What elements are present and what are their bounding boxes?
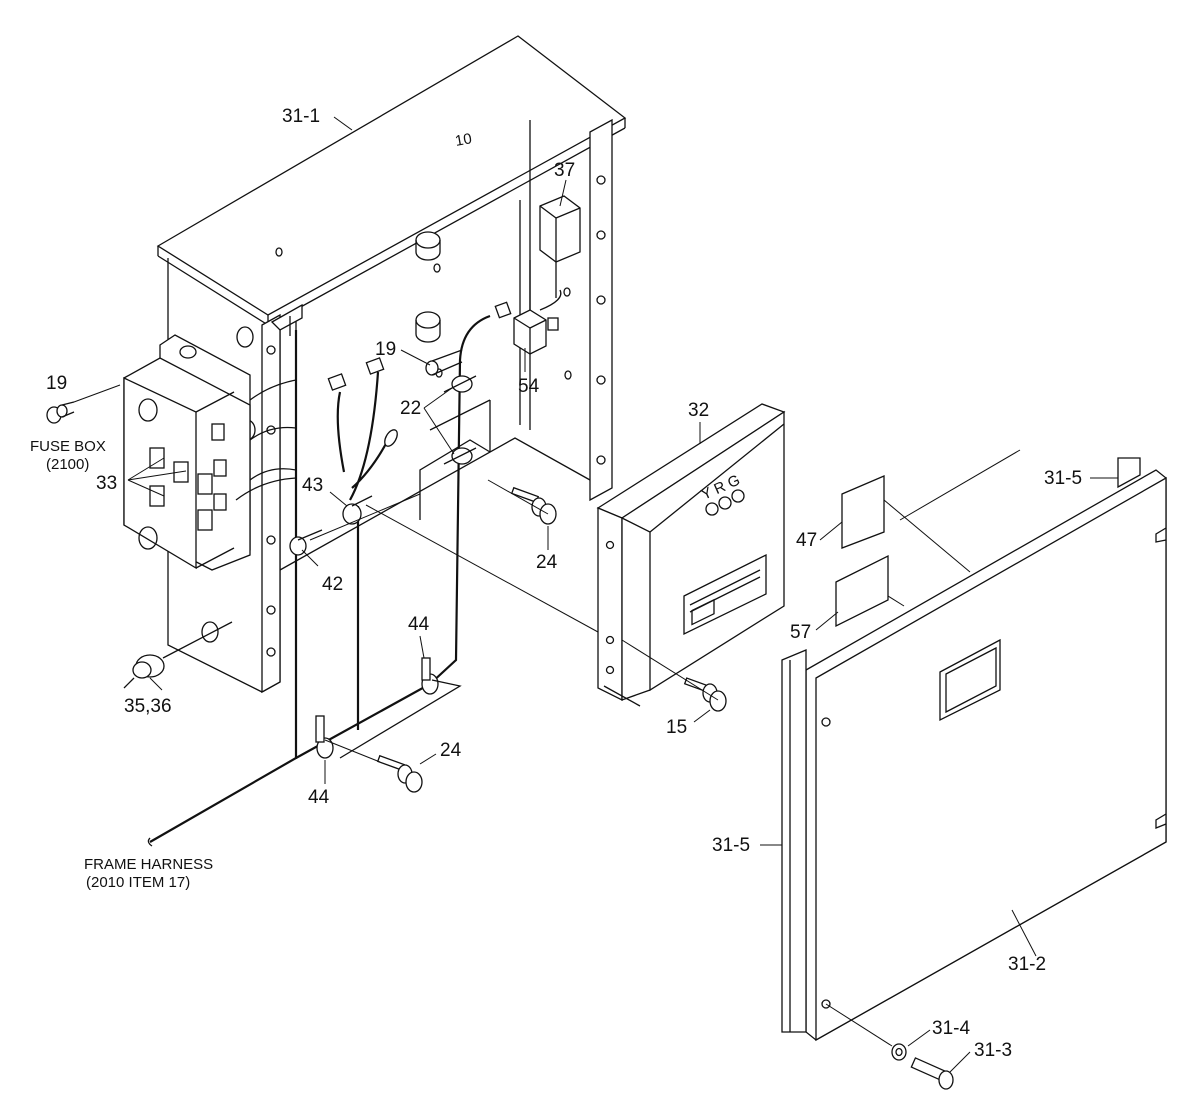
label-44-top: 44: [408, 614, 430, 635]
label-frame-harness: FRAME HARNESS: [84, 856, 213, 873]
label-19-left: 19: [46, 373, 67, 394]
label-31-1: 31-1: [282, 106, 320, 127]
label-57: 57: [790, 622, 811, 643]
decal-47: [841, 475, 885, 549]
label-frame-harness-ref: (2010 ITEM 17): [86, 874, 190, 891]
switch-35-36: [123, 654, 165, 689]
relay-37: [539, 195, 581, 331]
label-37: 37: [554, 160, 575, 181]
standoff-upper: [415, 231, 441, 261]
label-31-2: 31-2: [1008, 954, 1046, 975]
relay-54: [513, 309, 547, 355]
label-32: 32: [688, 400, 709, 421]
bolts: [46, 349, 727, 793]
label-54: 54: [518, 376, 540, 397]
label-10: 10: [454, 130, 473, 150]
label-42: 42: [322, 574, 343, 595]
label-47: 47: [796, 530, 817, 551]
label-31-4: 31-4: [932, 1018, 970, 1039]
label-31-5-left: 31-5: [712, 835, 750, 856]
controller-32: [596, 403, 786, 707]
label-19-top: 19: [375, 339, 396, 360]
label-44-bottom: 44: [308, 787, 330, 808]
label-fuse-box-ref: (2100): [46, 456, 89, 473]
label-24-bottom: 24: [440, 740, 462, 761]
standoff-lower: [415, 311, 441, 343]
label-35-36: 35,36: [124, 696, 172, 717]
part-labels: 31-1 10 37 19 19 FUSE BOX (2100) 54 22 3…: [30, 106, 1082, 1061]
decal-57: [835, 554, 889, 628]
label-24-top: 24: [536, 552, 558, 573]
label-15: 15: [666, 717, 687, 738]
label-fuse-box: FUSE BOX: [30, 438, 106, 455]
label-22: 22: [400, 398, 421, 419]
label-43: 43: [302, 475, 323, 496]
label-31-5-top: 31-5: [1044, 468, 1082, 489]
fasteners-31-3-31-4: [891, 1043, 954, 1090]
label-31-3: 31-3: [974, 1040, 1012, 1061]
clamps: [289, 375, 477, 759]
cover-31-2: [805, 469, 1167, 1042]
fuse-box: [123, 334, 251, 571]
wire-harness: [147, 250, 562, 847]
leader-lines: [73, 116, 1118, 1073]
gasket-31-5-left: [781, 649, 807, 1033]
gasket-31-5-right: [1117, 457, 1141, 489]
enclosure-31-1: [156, 35, 627, 700]
label-33: 33: [96, 473, 117, 494]
